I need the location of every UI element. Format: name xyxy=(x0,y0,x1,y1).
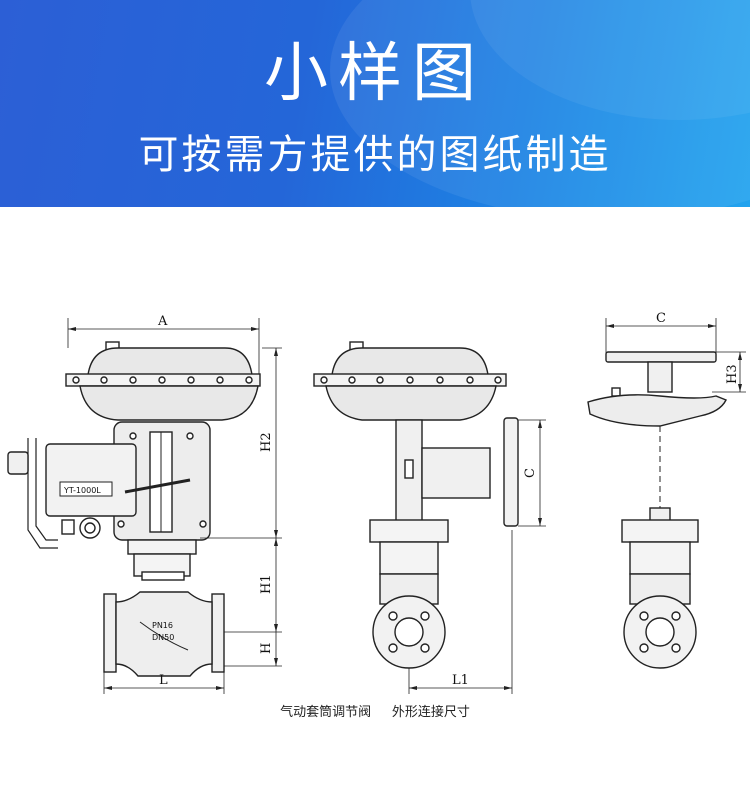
valve-drawing: A YT-1000L PN16 xyxy=(0,300,750,740)
side-view: C L1 xyxy=(313,341,546,694)
positioner-label: YT-1000L xyxy=(63,486,101,495)
caption-left: 气动套筒调节阀 xyxy=(280,705,372,720)
size-label: DN50 xyxy=(152,633,174,642)
page-title: 小样图 xyxy=(264,37,486,111)
dim-h-label: H xyxy=(259,643,274,654)
caption-right: 外形连接尺寸 xyxy=(391,705,470,720)
dim-h1-label: H1 xyxy=(259,574,274,594)
dim-c-side-label: C xyxy=(523,468,538,478)
drawing-caption: 气动套筒调节阀 外形连接尺寸 xyxy=(0,701,750,720)
dim-a-label: A xyxy=(157,314,168,329)
pressure-label: PN16 xyxy=(152,621,173,630)
dim-h2-label: H2 xyxy=(259,432,274,452)
dim-c-top-label: C xyxy=(656,311,666,326)
front-view: A YT-1000L PN16 xyxy=(7,314,282,694)
dim-h3-label: H3 xyxy=(725,364,740,384)
dim-l1-label: L1 xyxy=(452,673,469,688)
page-subtitle: 可按需方提供的图纸制造 xyxy=(138,132,612,178)
header-banner: 小样图 可按需方提供的图纸制造 xyxy=(0,0,750,207)
handwheel-view: C H3 xyxy=(587,311,746,669)
dim-l-label: L xyxy=(159,673,168,688)
